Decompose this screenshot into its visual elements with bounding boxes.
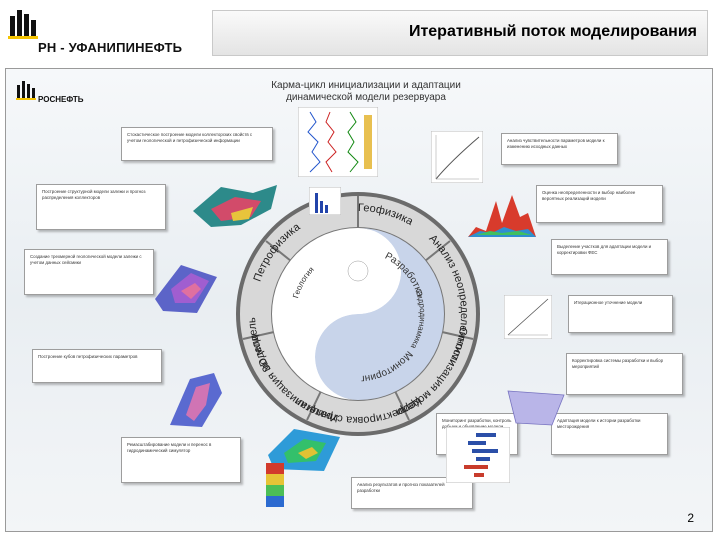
cycle-title-line2: динамической модели резервуара [256,92,476,104]
structural-model-thumbnail [191,179,279,231]
slide-content: РОСНЕФТЬ Карма-цикл инициализации и адап… [5,68,713,532]
info-card-10: Корректировка системы разработки и выбор… [566,353,683,395]
info-card-7: Построение кубов петрофизических парамет… [32,349,162,383]
info-card-2: Анализ чувствительности параметров модел… [501,133,618,165]
company-logo: РН - УФАНИПИНЕФТЬ [8,6,213,56]
inner-logo: РОСНЕФТЬ [16,79,96,109]
company-name: РН - УФАНИПИНЕФТЬ [38,40,182,55]
title-bar: Итеративный поток моделирования [212,10,708,56]
page-number: 2 [687,511,694,525]
info-card-5: Создание трехмерной геологической модели… [24,249,154,295]
crossplot-thumbnail [431,131,483,183]
inner-logo-text: РОСНЕФТЬ [38,95,84,104]
fault-model-thumbnail [166,369,226,429]
cycle-title-line1: Карма-цикл инициализации и адаптации [256,80,476,92]
info-card-11: Адаптация модели к истории разработки ме… [551,413,668,455]
rosneft-small-icon [16,79,36,101]
vertical-color-bar-thumbnail [264,461,286,509]
line-plot-thumbnail [504,295,552,339]
info-card-6: Выделение участков для адаптации модели … [551,239,668,275]
info-card-3: Построение структурной модели залежи и п… [36,184,166,230]
sensitivity-chart-thumbnail [446,427,510,483]
sheet-thumbnail [506,387,566,429]
info-card-1: Стохастическое построение модели коллект… [121,127,273,161]
cycle-title: Карма-цикл инициализации и адаптации дин… [256,80,476,104]
page-title: Итеративный поток моделирования [409,23,697,41]
info-card-8: Итерационное уточнение модели [568,295,673,333]
info-card-4: Оценка неопределенности и выбор наиболее… [536,185,663,223]
well-log-thumbnail [298,107,378,177]
info-card-9: Ремасштабирование модели и перенос в гид… [121,437,241,483]
property-distribution-thumbnail [466,187,538,239]
slide-header: РН - УФАНИПИНЕФТЬ Итеративный поток моде… [0,0,720,62]
3d-grid-thumbnail [151,259,221,317]
rosneft-emblem-icon [8,8,38,40]
histogram-thumbnail [309,187,341,215]
